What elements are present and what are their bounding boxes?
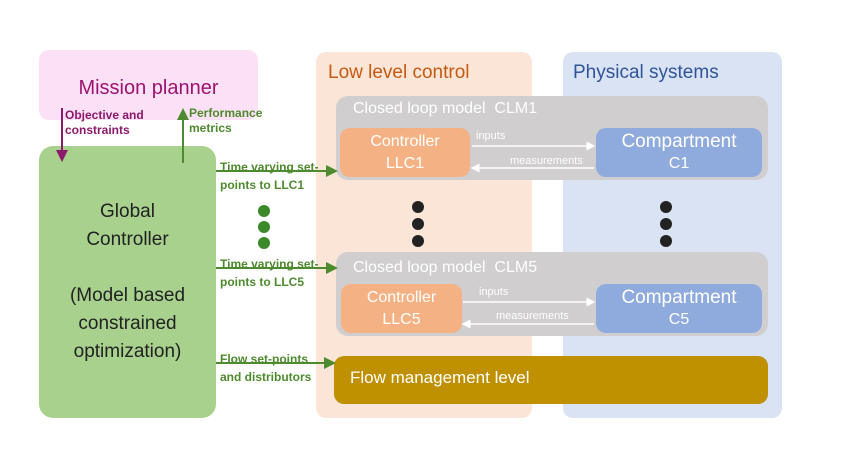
label-line: Time varying set- <box>220 257 319 271</box>
compartment-c5-name: Compartment <box>621 286 737 308</box>
ellipsis-dot <box>660 235 672 247</box>
mission-planner-title: Mission planner <box>78 76 219 99</box>
ellipsis-dot <box>412 218 424 230</box>
controller-llc1: Controller LLC1 <box>340 128 470 177</box>
label-line: points to LLC1 <box>220 178 304 192</box>
clm1-box: Closed loop model CLM1 Controller LLC1 C… <box>336 96 768 180</box>
ellipsis-dot <box>258 237 270 249</box>
mission-planner-box: Mission planner <box>39 50 258 120</box>
global-controller-line: optimization) <box>73 341 182 362</box>
compartment-c1-name: Compartment <box>621 130 737 152</box>
compartment-c5-id: C5 <box>668 310 690 328</box>
label-line: points to LLC5 <box>220 275 304 289</box>
compartment-c1-id: C1 <box>668 154 690 172</box>
compartment-c1: Compartment C1 <box>596 128 762 177</box>
controller-llc5-id: LLC5 <box>382 310 421 328</box>
ellipsis-dot <box>258 221 270 233</box>
compartment-c5: Compartment C5 <box>596 284 762 333</box>
flow-setpoint-label: Flow set-points and distributors <box>220 350 311 386</box>
controller-llc1-id: LLC1 <box>385 154 425 172</box>
objective-label: Objective and constraints <box>65 108 144 138</box>
inputs-label: inputs <box>479 286 509 298</box>
global-controller-line: Controller <box>86 229 169 250</box>
global-controller-line: (Model based <box>69 285 186 306</box>
controller-llc5-name: Controller <box>366 288 437 306</box>
performance-label-line: Performance <box>189 106 263 120</box>
clm1-title: Closed loop model CLM1 <box>353 100 538 117</box>
label-line: Time varying set- <box>220 160 319 174</box>
global-controller-line: constrained <box>78 313 177 334</box>
ellipsis-dot <box>258 205 270 217</box>
setpoint-llc1-label: Time varying set- points to LLC1 <box>220 158 318 194</box>
setpoint-llc5-label: Time varying set- points to LLC5 <box>220 255 318 291</box>
inputs-label: inputs <box>476 130 506 142</box>
low-level-control-title: Low level control <box>328 62 470 83</box>
objective-label-line: constraints <box>65 123 130 137</box>
clm5-title: Closed loop model CLM5 <box>353 259 538 276</box>
controller-llc1-name: Controller <box>370 132 440 150</box>
performance-label-line: metrics <box>189 121 232 135</box>
physical-systems-title: Physical systems <box>573 62 719 83</box>
ellipsis-dot <box>412 235 424 247</box>
label-line: and distributors <box>220 370 312 384</box>
flow-management-title: Flow management level <box>350 368 530 387</box>
global-controller-line: Global <box>100 201 155 222</box>
measurements-label: measurements <box>510 155 583 167</box>
objective-label-line: Objective and <box>65 108 144 122</box>
ellipsis-dot <box>660 218 672 230</box>
measurements-label: measurements <box>496 310 569 322</box>
performance-label: Performance metrics <box>189 106 262 136</box>
label-line: Flow set-points <box>220 352 308 366</box>
ellipsis-dot <box>412 201 424 213</box>
ellipsis-dot <box>660 201 672 213</box>
global-controller-box: Global Controller (Model based constrain… <box>39 146 216 418</box>
controller-llc5: Controller LLC5 <box>341 284 462 333</box>
flow-management-box: Flow management level <box>334 356 768 404</box>
clm5-box: Closed loop model CLM5 Controller LLC5 C… <box>336 252 768 336</box>
